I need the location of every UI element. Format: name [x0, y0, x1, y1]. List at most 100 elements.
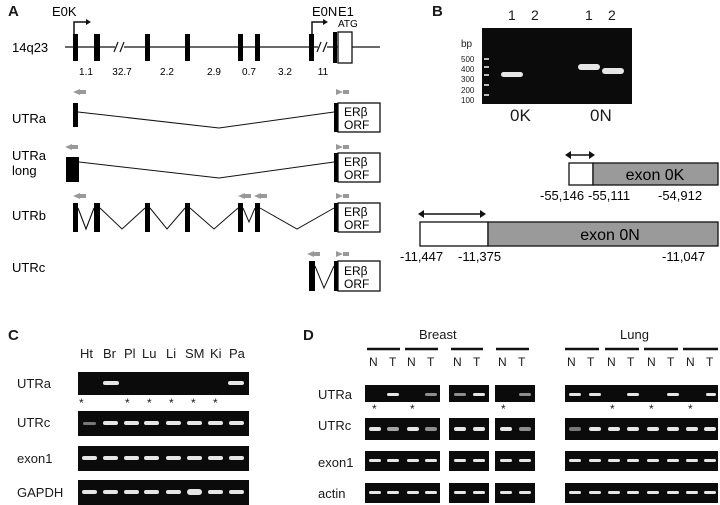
star-c-lu: *	[147, 396, 152, 410]
transcript-utrc-label: UTRc	[12, 260, 46, 275]
exon-0k-coord-3: -54,912	[658, 188, 702, 203]
gel-d-utra-breast-3	[495, 385, 535, 402]
panel-c-row-utra: UTRa	[17, 376, 51, 391]
utrb-orf-line2: ORF	[344, 218, 369, 232]
tissue-lu: Lu	[142, 346, 157, 361]
utrc-orf-line1: ERβ	[344, 264, 368, 278]
utra-orf-box	[337, 102, 381, 133]
gel-d-actin-lung	[565, 483, 718, 503]
gel-d-utrc-breast-1	[365, 418, 440, 440]
d-lane-t-8: T	[706, 355, 714, 369]
star-d-4: *	[610, 402, 615, 416]
exon-0n-label: exon 0N	[580, 227, 640, 244]
panel-d-group-breast: Breast	[419, 327, 457, 342]
transcript-utrb-label: UTRb	[12, 208, 46, 223]
star-c-pl: *	[125, 396, 130, 410]
exon-upstream-6	[255, 34, 260, 61]
intron-size-1: 1.1	[79, 67, 93, 78]
tissue-br: Br	[103, 346, 116, 361]
panel-a-gene-structure: E0K E0N E1 ATG 14q23	[0, 0, 420, 320]
star-d-2: *	[410, 402, 415, 416]
exon-0k-coord-2: -55,111	[588, 188, 630, 203]
gel-d-actin-breast-2	[449, 483, 489, 503]
break-gap-2	[318, 42, 327, 52]
genomic-exons	[73, 32, 337, 63]
utra-orf-line2: ORF	[344, 118, 369, 132]
gel-c-exon1	[78, 446, 249, 471]
d-lane-t-6: T	[627, 355, 635, 369]
tissue-pl: Pl	[124, 346, 136, 361]
utrb-exons	[73, 203, 260, 232]
exon-schematics: exon 0K -55,146 -55,111 -54,912 exon 0N …	[400, 151, 719, 264]
exon-0k	[73, 34, 78, 61]
exon-0n-coord-3: -11,047	[662, 249, 705, 264]
transcript-utra-long-label-1: UTRa	[12, 148, 47, 163]
exon-0k-label: exon 0K	[626, 167, 685, 184]
panel-d-group-lung: Lung	[620, 327, 649, 342]
locus-label: 14q23	[12, 40, 48, 55]
exon-0k-flank-box	[568, 162, 594, 186]
primer-arrow-utrc-right	[336, 251, 343, 257]
gel-d-exon1-lung	[565, 451, 718, 471]
utra-long-orf-line1: ERβ	[344, 155, 368, 169]
star-d-3: *	[501, 402, 506, 416]
panel-c-row-exon1: exon1	[17, 451, 53, 466]
promoter-arrow-e0k	[73, 21, 86, 34]
gene-structure-diagram: E0K E0N E1 ATG 14q23	[12, 4, 381, 292]
star-d-1: *	[372, 402, 377, 416]
tissue-ht: Ht	[80, 346, 93, 361]
intron-size-5: 0.7	[242, 67, 256, 78]
d-lane-t-5: T	[587, 355, 595, 369]
gel-b-lane-2b: 2	[608, 7, 616, 23]
utrb-orf-box	[337, 202, 381, 233]
primer-arrow-utra-long-right	[336, 144, 343, 150]
intron-size-3: 2.2	[160, 67, 174, 78]
d-lane-n-5: N	[567, 355, 576, 369]
star-d-6: *	[688, 402, 693, 416]
exon-0n	[309, 34, 314, 61]
utrc-orf-box	[337, 260, 381, 292]
star-c-ki: *	[213, 396, 218, 410]
break-gap-1	[115, 42, 124, 52]
panel-d-row-exon1: exon1	[318, 455, 354, 470]
gel-d-exon1-breast-3	[495, 451, 535, 471]
d-lane-n-3: N	[453, 355, 462, 369]
panel-d-row-utra: UTRa	[318, 387, 352, 402]
d-lane-t-4: T	[518, 355, 526, 369]
utrc-orf-line2: ORF	[344, 277, 369, 291]
gel-d-utrc-breast-3	[495, 418, 535, 440]
primer-arrow-utrb-mid-2	[254, 193, 261, 199]
primer-arrow-utrb-right	[336, 193, 343, 199]
gel-b-group-0n: 0N	[590, 106, 612, 125]
star-c-ht: *	[79, 396, 84, 410]
utra-splice-line	[77, 111, 335, 129]
utrc-splice-line	[314, 265, 335, 290]
gel-b-lane-2a: 2	[531, 7, 539, 23]
star-d-5: *	[649, 402, 654, 416]
d-lane-n-4: N	[498, 355, 507, 369]
panel-label-c: C	[8, 327, 19, 344]
intron-size-2: 32.7	[112, 67, 132, 78]
intron-size-6: 3.2	[278, 67, 292, 78]
exon-0n-box	[487, 221, 719, 247]
promoter-e0k-label: E0K	[52, 4, 77, 19]
star-c-sm: *	[191, 396, 196, 410]
gel-b-lane-1b: 1	[585, 7, 593, 23]
gel-b-ladder: 500 400 300 200 100	[461, 55, 475, 105]
d-lane-t-3: T	[473, 355, 481, 369]
exon-upstream-3	[145, 34, 150, 61]
primer-arrow-utra-left	[73, 89, 80, 95]
panel-c-row-utrc: UTRc	[17, 415, 51, 430]
gel-b-band-0n-2	[602, 68, 624, 74]
exon-0n-coord-2: -11,375	[458, 249, 501, 264]
gel-b-lane-1a: 1	[508, 7, 516, 23]
utra-exon-0k	[73, 103, 78, 127]
d-lane-t-2: T	[427, 355, 435, 369]
primer-arrow-utra-right	[336, 89, 343, 95]
exon-upstream-2	[94, 34, 100, 61]
gel-d-utrc-breast-2	[449, 418, 489, 440]
d-lane-n-1: N	[369, 355, 378, 369]
exon-upstream-5	[238, 34, 243, 61]
primer-arrow-utrb-mid-1	[238, 193, 245, 199]
transcript-utra-long-label-2: long	[12, 163, 37, 178]
